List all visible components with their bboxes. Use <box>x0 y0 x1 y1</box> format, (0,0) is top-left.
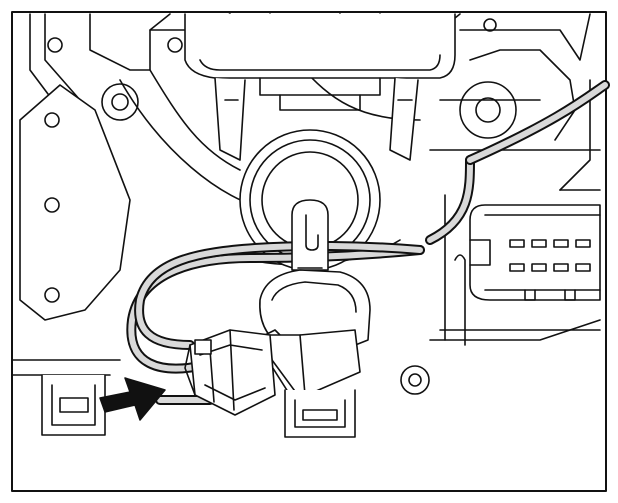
mounting-plate-left <box>19 84 131 321</box>
electrical-connector-right <box>444 194 601 346</box>
bulb-holder <box>254 269 371 399</box>
mounting-clip-left <box>41 374 106 436</box>
wiring-harness <box>126 80 610 405</box>
bulb <box>291 199 329 271</box>
mounting-clip-center <box>284 389 356 438</box>
indicator-arrow <box>99 377 166 421</box>
wire-connector <box>184 329 276 416</box>
